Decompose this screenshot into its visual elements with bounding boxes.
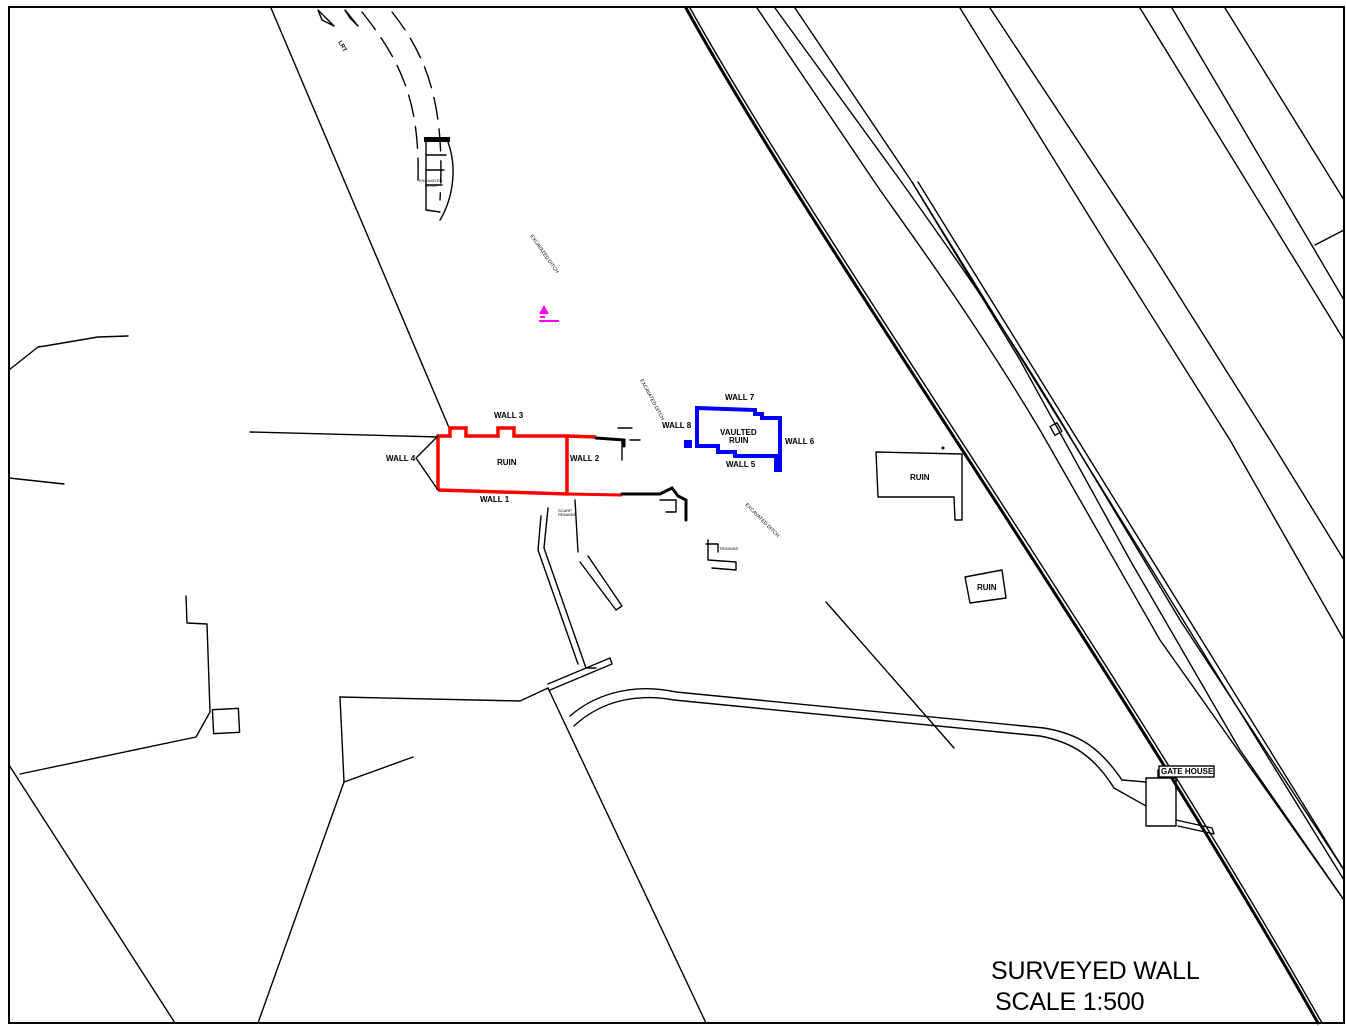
wall-8-label: WALL 8 bbox=[662, 421, 692, 430]
surveyed-ruin bbox=[415, 426, 623, 497]
wall-4-label: WALL 4 bbox=[386, 454, 416, 463]
drawing-title: SURVEYED WALL bbox=[991, 957, 1200, 985]
path-line bbox=[825, 601, 955, 749]
ruin-small-label: RUIN bbox=[977, 583, 997, 592]
wall-2-label: WALL 2 bbox=[570, 454, 600, 463]
drawing-scale: SCALE 1:500 bbox=[995, 988, 1145, 1016]
excavated-ditch-label: EXCAVATED DITCH bbox=[528, 234, 559, 275]
boundary-line-west bbox=[270, 7, 451, 431]
svg-text:REMAINS: REMAINS bbox=[720, 546, 739, 551]
svg-text:EXCAVATED: EXCAVATED bbox=[419, 178, 442, 183]
svg-text:DITCH: DITCH bbox=[425, 183, 437, 188]
vaulted-ruin bbox=[684, 405, 782, 472]
excavation-north: EXCAVATED DITCH bbox=[419, 137, 454, 221]
ruin-east-label: RUIN bbox=[910, 473, 930, 482]
access-road bbox=[569, 688, 1215, 835]
vaulted-ruin-label: VAULTED bbox=[720, 428, 757, 437]
vaulted-ruin-label: RUIN bbox=[729, 436, 749, 445]
lrt-label: LRT bbox=[336, 40, 347, 53]
west-field-boundaries bbox=[8, 335, 707, 1024]
ruin-small bbox=[964, 569, 1007, 604]
ruin-main-label: RUIN bbox=[497, 458, 517, 467]
ruin-east bbox=[875, 446, 963, 521]
railway-corridor bbox=[684, 6, 1345, 1025]
excavated-ditch-label: EXCAVATED DITCH bbox=[744, 502, 781, 539]
svg-text:SCARP: SCARP bbox=[558, 508, 572, 513]
gate-house-label: GATE HOUSE bbox=[1161, 767, 1214, 776]
drawing-frame bbox=[8, 6, 1345, 1024]
excavated-ditch-label: EXCAVATED DITCH bbox=[638, 378, 665, 422]
lrt-track: LRT bbox=[317, 9, 442, 201]
wall-3-label: WALL 3 bbox=[494, 411, 524, 420]
wall-5-label: WALL 5 bbox=[726, 460, 756, 469]
svg-text:REMAINS: REMAINS bbox=[558, 512, 577, 517]
wall-7-label: WALL 7 bbox=[725, 393, 755, 402]
wall-6-label: WALL 6 bbox=[785, 437, 815, 446]
survey-marker bbox=[539, 305, 559, 322]
wall-1-label: WALL 1 bbox=[480, 495, 510, 504]
excavated-features: SCARP REMAINS REMAINS bbox=[537, 427, 739, 691]
